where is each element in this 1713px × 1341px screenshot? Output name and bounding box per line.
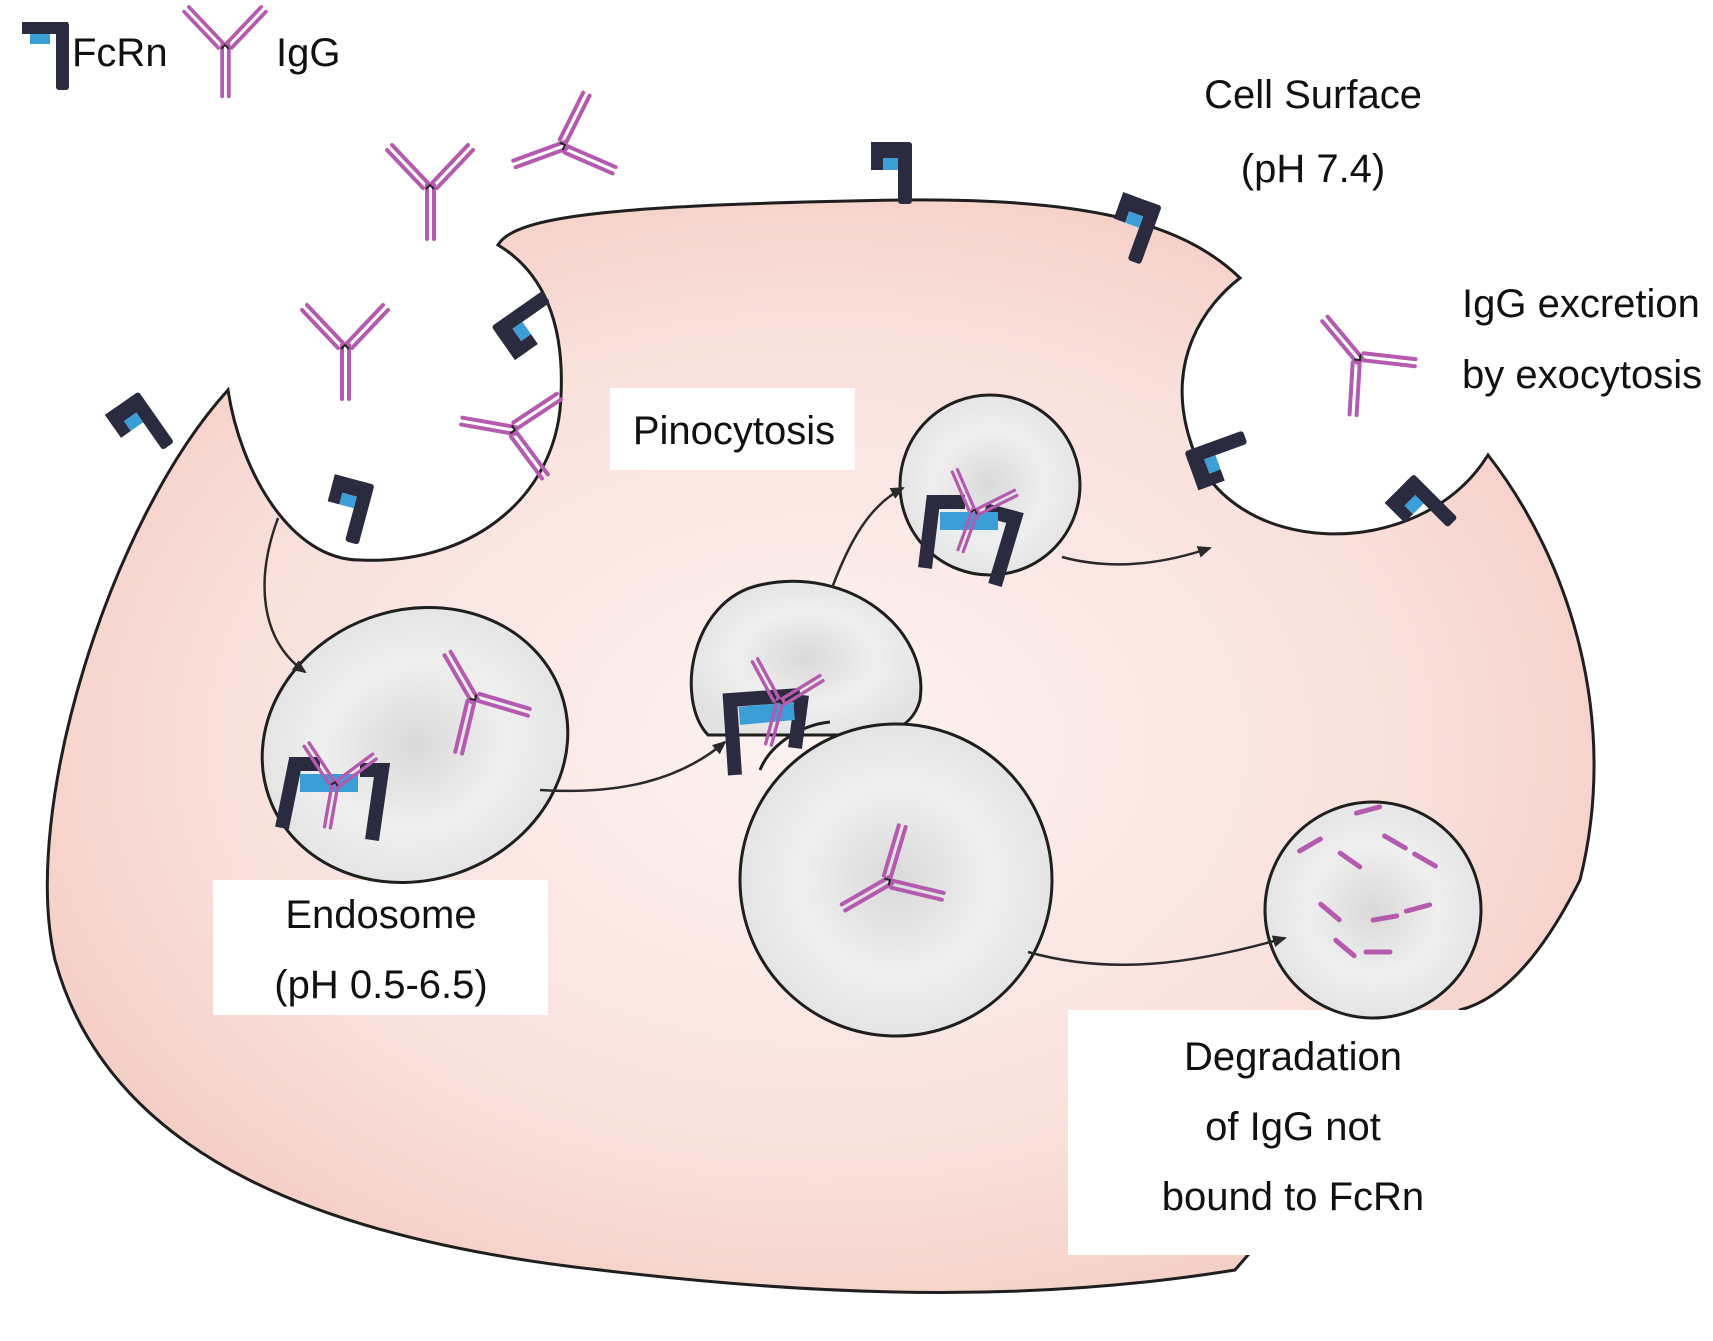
transport-arrows <box>263 486 1287 966</box>
fcrn-igg-complex-recycling <box>918 466 1024 588</box>
fcrn-pinocytosis-pit-2 <box>318 474 375 545</box>
degradation-label-line1: Degradation <box>1184 1035 1402 1079</box>
lysosome <box>1263 800 1483 1020</box>
igg-excretion-label-line1: IgG excretion <box>1462 282 1700 326</box>
legend-igg-icon <box>182 5 268 99</box>
cell-surface-ph-label: (pH 7.4) <box>1241 147 1386 191</box>
arrow-pinocytosis-to-endosome <box>263 517 307 674</box>
legend-fcrn-label: FcRn <box>72 31 168 75</box>
igg-extracellular-2 <box>497 88 620 206</box>
pinocytosis-label-box <box>610 388 855 470</box>
arrow-sorting-to-lysosome <box>1027 935 1287 966</box>
fcrn-igg-complex-sorting <box>722 655 826 776</box>
legend: FcRn IgG <box>22 5 340 99</box>
fcrn-cell-surface-1 <box>871 142 912 204</box>
fcrn-igg-complex-endosome <box>275 740 391 841</box>
endosome-label-box <box>213 880 548 1015</box>
endosome-vesicle <box>260 606 570 884</box>
igg-extracellular-3 <box>300 303 390 401</box>
arrow-recycling-to-exocytosis <box>1061 546 1212 566</box>
degradation-label-box <box>1068 1010 1713 1255</box>
legend-igg-label: IgG <box>276 31 340 75</box>
diagram-labels: Cell Surface (pH 7.4) IgG excretion by e… <box>274 73 1702 1219</box>
arrow-endosome-to-sorting <box>539 740 727 793</box>
fcrn-igg-complexes <box>275 466 1024 841</box>
endosome-ph-label: (pH 0.5-6.5) <box>274 963 487 1007</box>
legend-fcrn-icon <box>22 22 69 90</box>
igg-exocytosed <box>1290 288 1421 421</box>
fcrn-exocytosis-pit-1 <box>1184 430 1257 491</box>
endosome-label: Endosome <box>285 893 476 937</box>
degradation-label-line2: of IgG not <box>1205 1105 1381 1149</box>
degradation-label-line3: bound to FcRn <box>1162 1175 1424 1219</box>
pinocytosis-label: Pinocytosis <box>633 409 835 453</box>
fcrn-cell-edge-left <box>104 391 175 466</box>
igg-excretion-label-line2: by exocytosis <box>1462 353 1702 397</box>
igg-extracellular-1 <box>385 143 475 241</box>
arrow-sorting-to-recycling <box>830 486 905 589</box>
cell-surface-label: Cell Surface <box>1204 73 1422 117</box>
